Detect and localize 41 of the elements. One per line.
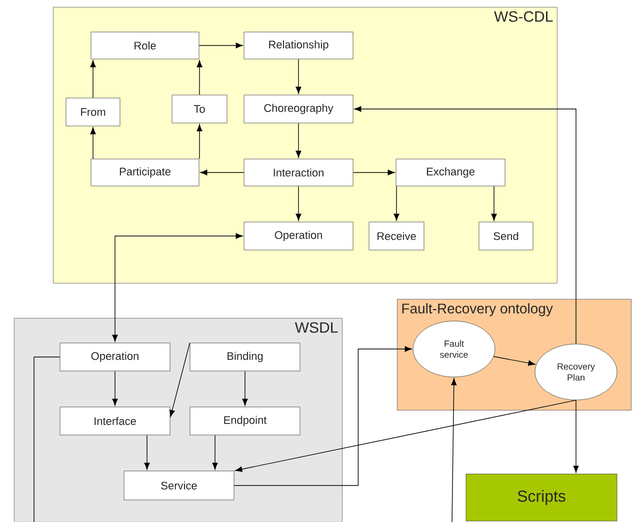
arrow (296, 122, 302, 158)
arrow (296, 186, 302, 221)
arrow (90, 127, 96, 160)
concept-box: Interaction (244, 158, 354, 186)
concept-box: Service (124, 470, 234, 500)
arrow (212, 434, 218, 470)
arrow (200, 170, 244, 176)
concept-box: From (66, 98, 120, 126)
arrow (296, 58, 302, 94)
arrow (196, 124, 202, 160)
concept-box: Send (478, 222, 534, 250)
arrow (394, 186, 400, 221)
arrow (169, 342, 190, 417)
concept-box: Binding (190, 342, 300, 372)
concept-box: Participate (90, 158, 200, 186)
concept-box: To (172, 94, 228, 124)
arrow (491, 186, 497, 221)
concept-box: Choreography (244, 94, 354, 124)
output-box: Scripts (466, 474, 618, 522)
concept-box: Operation (60, 342, 170, 372)
arrow (235, 400, 576, 472)
arrow (573, 400, 579, 473)
arrow (144, 434, 150, 470)
arrow (352, 170, 395, 176)
concept-box: Relationship (244, 32, 354, 60)
concept-box: Exchange (396, 158, 506, 186)
arrow (354, 106, 576, 344)
concept-box: Role (90, 32, 200, 60)
concept-box: Receive (368, 222, 424, 250)
concept-box: Interface (60, 406, 170, 436)
arrow (112, 233, 243, 342)
arrow (90, 60, 96, 98)
concept-box: Operation (244, 222, 354, 250)
arrow (196, 60, 202, 96)
arrow (451, 378, 457, 522)
arrow (242, 370, 248, 406)
arrow (198, 42, 243, 48)
arrow (112, 370, 118, 406)
arrow (234, 346, 412, 486)
arrow (493, 356, 536, 366)
concept-box: Endpoint (190, 406, 300, 436)
